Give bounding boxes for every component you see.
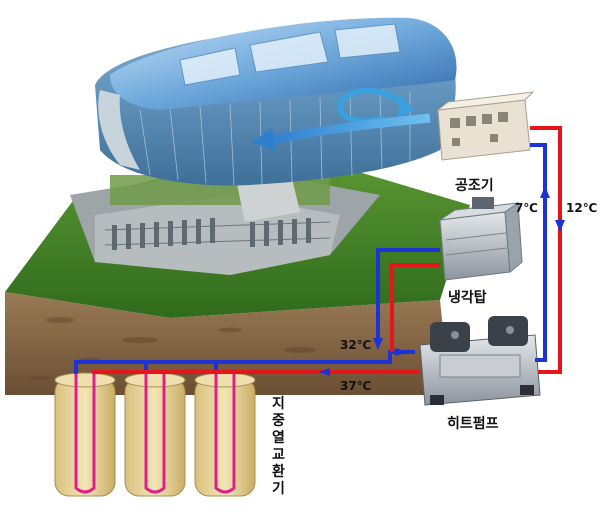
- label-air-handler: 공조기: [455, 178, 494, 194]
- temp-return-air-handler: 12℃: [566, 201, 597, 215]
- label-ground-heat-exchanger-char: 기: [272, 481, 285, 497]
- cooling-tower-pipes: [376, 248, 440, 352]
- temp-supply-air-handler: 7℃: [515, 201, 538, 215]
- label-ground-heat-exchanger-char: 환: [272, 463, 285, 480]
- airflow-arrows: [252, 87, 431, 152]
- label-ground-heat-exchanger-char: 열: [272, 429, 285, 446]
- outflow-arrow: [318, 368, 330, 376]
- borehole-loops: [74, 372, 236, 494]
- label-heat-pump: 히트펌프: [447, 415, 499, 432]
- temp-ground-return: 37℃: [340, 379, 371, 393]
- new-city-hall-building: [95, 17, 457, 186]
- label-ground-heat-exchanger-char: 중: [272, 413, 285, 429]
- borehole-1: [54, 372, 116, 497]
- label-cooling-tower: 냉각탑: [448, 289, 487, 306]
- air-handler-unit: [436, 91, 535, 161]
- label-ground-heat-exchanger-char: 지: [272, 396, 285, 412]
- heat-pump-unit: [419, 316, 541, 406]
- cooling-tower-unit: [439, 197, 523, 281]
- air-handler-pipes: [530, 126, 562, 374]
- temp-ground-supply: 32℃: [340, 338, 371, 352]
- borehole-3: [194, 372, 256, 497]
- inflow-arrow: [395, 348, 410, 356]
- soil-layer: [5, 292, 450, 395]
- borehole-2: [124, 372, 186, 497]
- label-ground-heat-exchanger-char: 교: [272, 447, 285, 463]
